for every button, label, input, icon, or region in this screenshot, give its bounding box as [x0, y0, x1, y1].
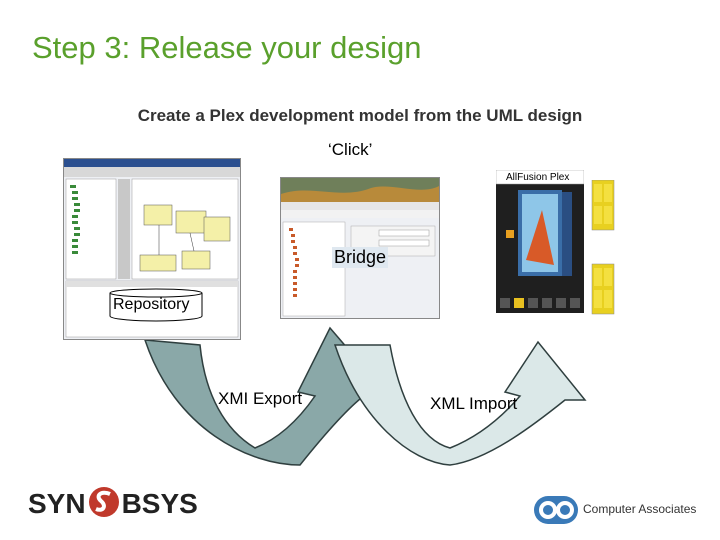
xml-import-arrow — [333, 340, 587, 466]
ca-logo-mark — [534, 496, 578, 524]
synopsis-logo-left: SYN — [28, 488, 86, 519]
xmi-export-label: XMI Export — [218, 389, 303, 408]
synopsis-logo-right: BSYS — [121, 488, 198, 519]
bridge-label: Bridge — [332, 247, 389, 268]
click-label: ‘Click’ — [328, 140, 373, 159]
slide-title: Step 3: Release your design — [32, 30, 422, 65]
allfusion-plex-panel — [495, 169, 585, 313]
allfusion-plex-label: AllFusion Plex — [506, 172, 570, 183]
repository-cylinder — [109, 288, 203, 322]
uml-tool-screenshot — [63, 158, 241, 340]
synopsis-logo: SYN BSYS — [28, 486, 198, 520]
ca-logo-text: Computer Associates — [583, 502, 697, 516]
bridge-tool-thumbnail — [281, 178, 439, 317]
slide-subtitle: Create a Plex development model from the… — [137, 106, 583, 125]
database-stack — [591, 180, 615, 315]
synopsis-s-mark — [88, 487, 119, 517]
xml-import-label: XML Import — [430, 394, 518, 413]
repository-label: Repository — [113, 296, 190, 313]
uml-tool-thumbnail — [64, 159, 240, 338]
allfusion-plex-box-art — [495, 169, 585, 308]
